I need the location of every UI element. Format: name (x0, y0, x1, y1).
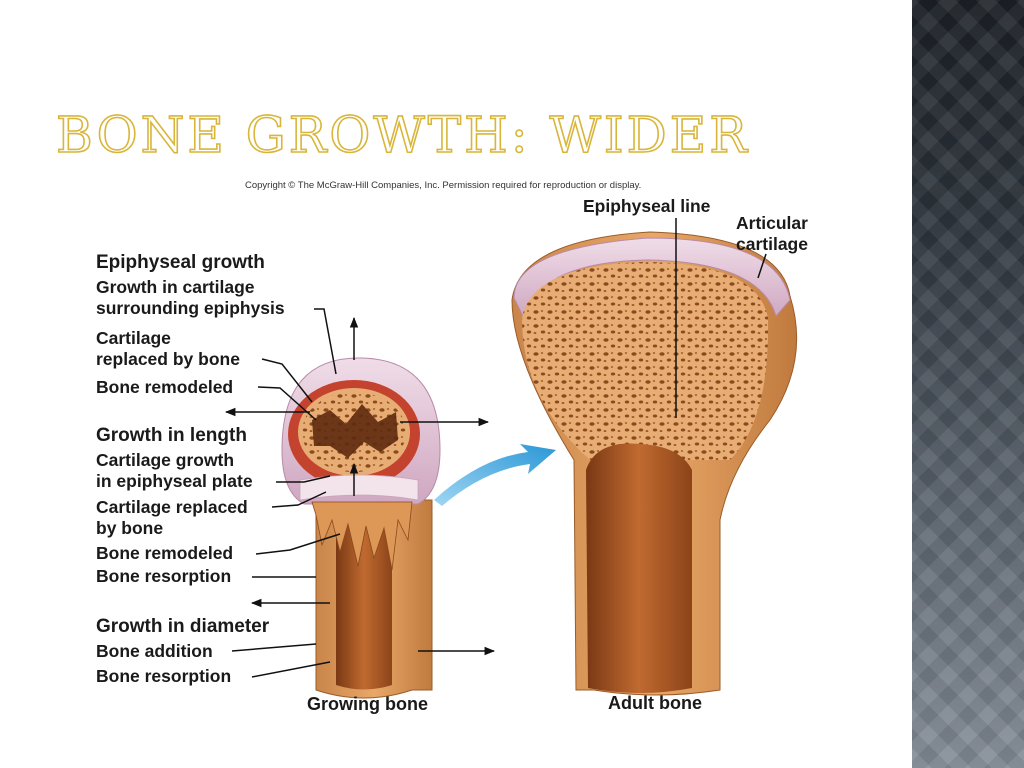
label-growth-in-cartilage-line1: Growth in cartilage (96, 277, 255, 297)
growing-bone (224, 316, 496, 699)
label-growth-in-diameter: Growth in diameter (96, 616, 270, 637)
transition-arrow (434, 444, 556, 506)
label-bone-resorption-2: Bone resorption (96, 666, 232, 686)
label-leader-lines (231, 308, 341, 678)
label-epiphyseal-growth: Epiphyseal growth (96, 252, 265, 273)
label-cartilage-replaced-plate-line2: by bone (96, 518, 164, 538)
label-growth-in-length: Growth in length (96, 425, 247, 446)
label-bone-remodeled-2: Bone remodeled (96, 543, 234, 563)
caption-adult-bone: Adult bone (608, 693, 702, 713)
label-cartilage-growth-line1: Cartilage growth (96, 450, 235, 470)
label-articular-cartilage-line2: cartilage (736, 234, 808, 254)
label-bone-resorption-1: Bone resorption (96, 566, 232, 586)
label-bone-remodeled-1: Bone remodeled (96, 377, 234, 397)
label-articular-cartilage-line1: Articular (736, 213, 808, 233)
label-cartilage-replaced-line1: Cartilage (96, 328, 171, 348)
label-cartilage-replaced-plate-line1: Cartilage replaced (96, 497, 248, 517)
slide-title: BONE GROWTH: WIDER (55, 105, 750, 165)
label-epiphyseal-line: Epiphyseal line (583, 196, 711, 216)
caption-growing-bone: Growing bone (307, 694, 428, 714)
label-cartilage-replaced-line2: replaced by bone (96, 349, 240, 369)
bone-growth-diagram (224, 218, 798, 699)
label-cartilage-growth-line2: in epiphyseal plate (96, 471, 253, 491)
label-bone-addition: Bone addition (96, 641, 213, 661)
copyright-notice: Copyright © The McGraw-Hill Companies, I… (245, 180, 642, 191)
adult-bone (511, 218, 798, 696)
slide-sidebar-decoration (912, 0, 1024, 768)
label-growth-in-cartilage-line2: surrounding epiphysis (96, 298, 285, 318)
